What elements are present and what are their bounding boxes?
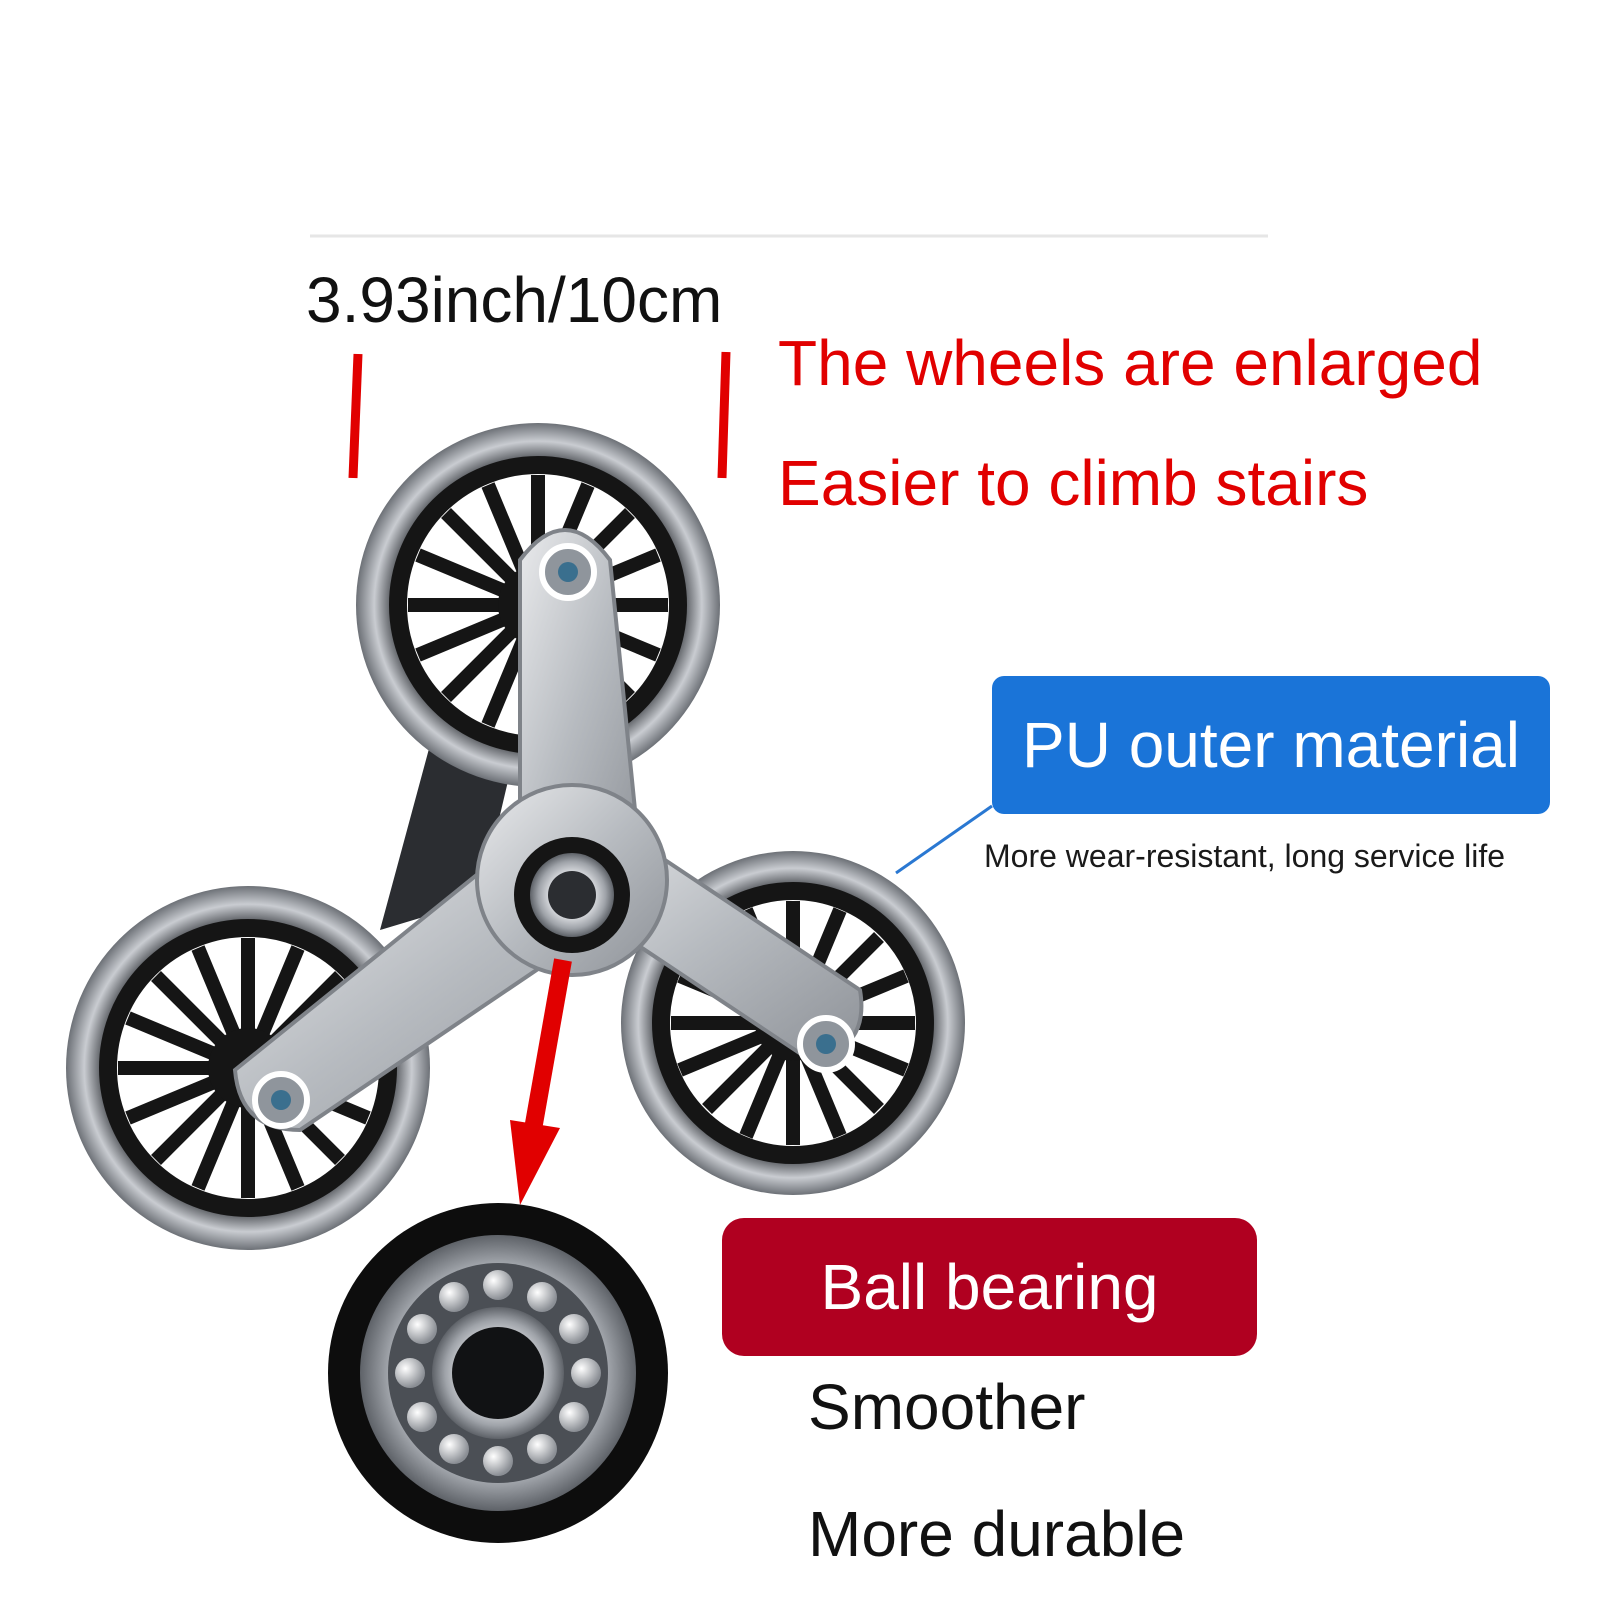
material-badge: PU outer material: [992, 676, 1550, 814]
bearing-pointer-arrow: [510, 958, 572, 1205]
material-callout-line: [895, 804, 993, 875]
dimension-marker-right: [717, 351, 731, 479]
axle-bolt-left: [252, 1071, 310, 1129]
dimension-label: 3.93inch/10cm: [306, 264, 723, 336]
bearing-title: Ball bearing: [820, 1251, 1159, 1323]
material-subtitle: More wear-resistant, long service life: [984, 838, 1506, 874]
bearing-badge: Ball bearing: [722, 1218, 1257, 1356]
bearing-feature-2: More durable: [808, 1498, 1186, 1570]
bearing-feature-1: Smoother: [808, 1371, 1086, 1443]
headline-line-2: Easier to climb stairs: [778, 447, 1369, 519]
axle-bolt-top: [539, 543, 597, 601]
center-hub: [514, 837, 630, 953]
axle-bolt-right: [797, 1015, 855, 1073]
headline-line-1: The wheels are enlarged: [778, 327, 1483, 399]
ball-bearing-detail: [328, 1203, 668, 1543]
dimension-marker-left: [348, 353, 363, 479]
material-title: PU outer material: [1022, 709, 1520, 781]
